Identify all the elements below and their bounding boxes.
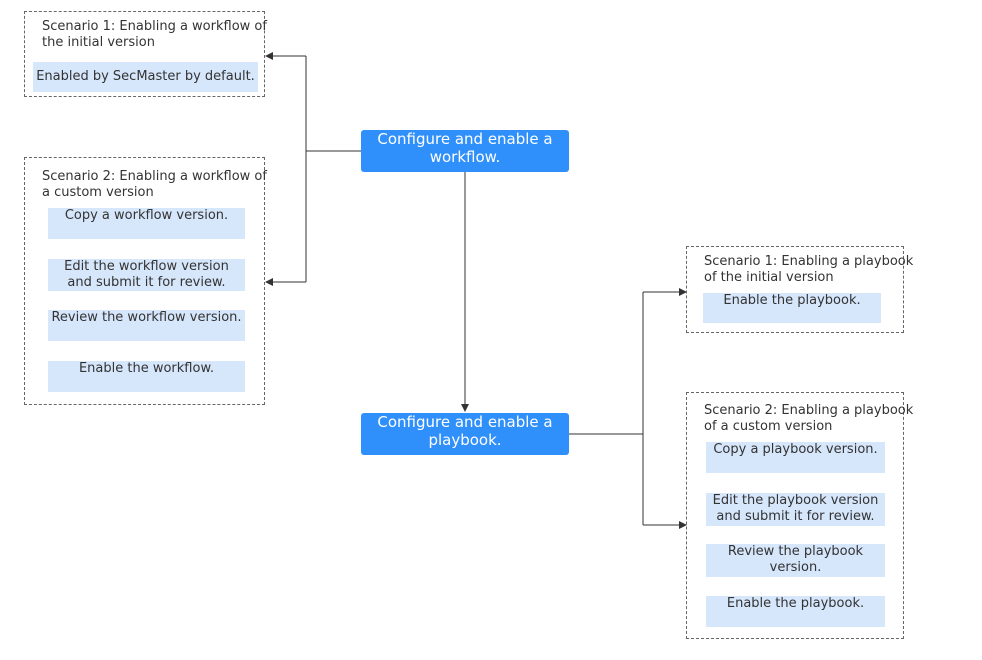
step-enable-playbook: Enable the playbook. [706,596,885,627]
playbook-scenario-initial-title: Scenario 1: Enabling a playbook of the i… [704,254,914,285]
playbook-scenario-custom: Scenario 2: Enabling a playbook of a cus… [686,392,913,639]
step-edit-playbook-version: Edit the playbook version and submit it … [706,493,885,526]
step-edit-workflow-version: Edit the workflow version and submit it … [48,259,245,291]
step-enable-workflow: Enable the workflow. [48,361,245,392]
configure-workflow-node[interactable]: Configure and enable a workflow. [361,130,569,172]
configure-playbook-node[interactable]: Configure and enable a playbook. [361,413,569,455]
playbook-scenario-custom-title: Scenario 2: Enabling a playbook of a cus… [704,403,914,434]
step-enabled-by-default: Enabled by SecMaster by default. [33,62,258,92]
workflow-scenario-custom-title: Scenario 2: Enabling a workflow of a cus… [42,169,267,200]
step-review-playbook-version: Review the playbook version. [706,544,885,577]
playbook-scenario-initial: Scenario 1: Enabling a playbook of the i… [686,246,913,333]
step-copy-workflow-version: Copy a workflow version. [48,208,245,239]
step-review-workflow-version: Review the workflow version. [48,310,245,341]
step-copy-playbook-version: Copy a playbook version. [706,442,885,473]
workflow-scenario-custom: Scenario 2: Enabling a workflow of a cus… [24,157,267,405]
workflow-scenario-initial: Scenario 1: Enabling a workflow of the i… [24,11,267,97]
workflow-scenario-initial-title: Scenario 1: Enabling a workflow of the i… [42,19,267,50]
step-enable-playbook-initial: Enable the playbook. [703,293,881,323]
